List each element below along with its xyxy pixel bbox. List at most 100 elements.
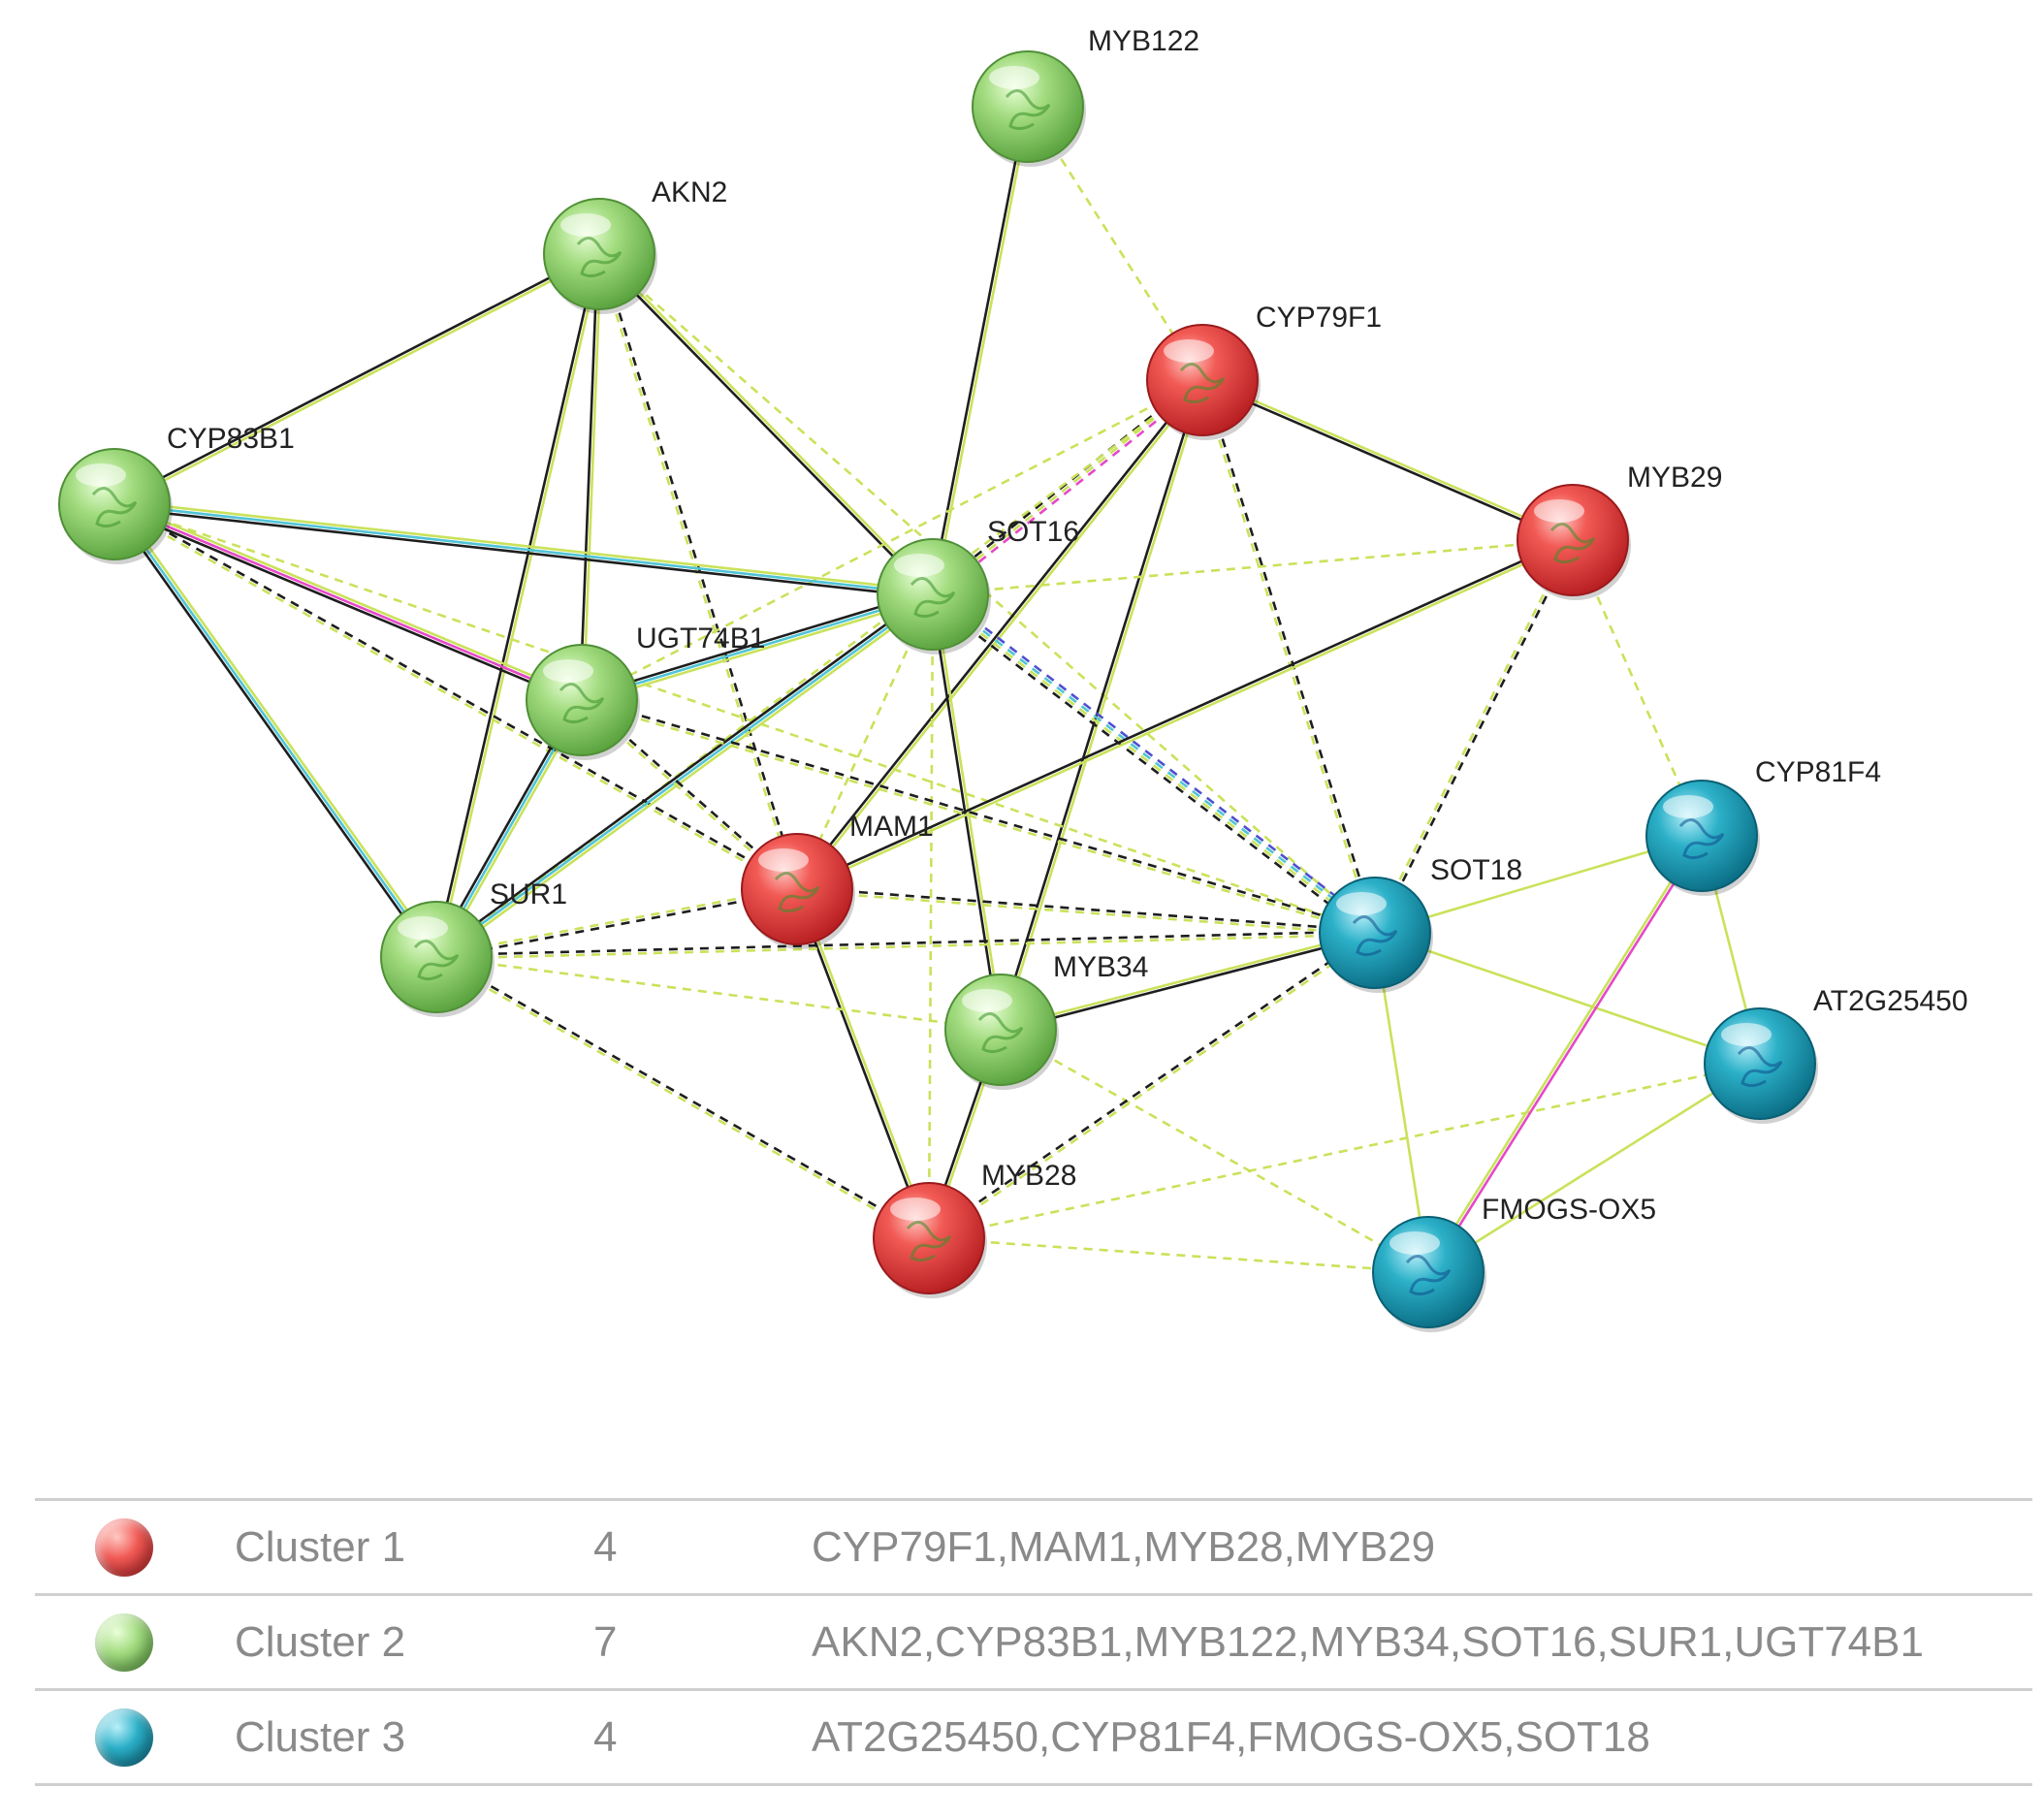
edge-line [113,502,1376,935]
protein-structure-icon [91,487,138,528]
edge-line [580,590,933,698]
edge-SOT16-MYB28 [927,593,935,1239]
protein-structure-icon [1405,1255,1452,1296]
edge-line [599,251,936,594]
edge-CYP79F1-MAM1 [794,378,1205,891]
edge-AKN2-SUR1 [433,253,602,958]
node-highlight [1721,1023,1772,1046]
protein-structure-icon [910,577,956,619]
node-label: AT2G25450 [1813,985,1968,1017]
edge-line [797,380,1205,891]
node-myb34[interactable]: MYB34 [944,951,1148,1090]
edge-line [1202,379,1378,933]
protein-structure-icon [1737,1046,1783,1088]
edge-line [933,107,1031,595]
edge-MYB28-AT2G25450 [928,1062,1761,1240]
edge-SUR1-MYB34 [435,955,1002,1032]
node-sot16[interactable]: SOT16 [877,516,1079,655]
node-fmogs-ox5[interactable]: FMOGS-OX5 [1372,1194,1656,1332]
edge-line [111,505,435,960]
edge-line [582,254,603,701]
cluster-2-swatch-icon [95,1612,153,1672]
edge-line [927,930,1375,1238]
edge-line [933,593,1005,1030]
edge-SOT16-UGT74B1 [580,590,935,705]
edge-MYB34-FMOGS-OX5 [1000,1028,1429,1274]
edge-SOT18-CYP81F4 [1374,834,1703,935]
node-cyp83b1[interactable]: CYP83B1 [58,423,295,564]
node-label: AKN2 [652,176,727,208]
node-cyp79f1[interactable]: CYP79F1 [1146,302,1382,440]
edge-line [797,887,932,1238]
legend-cluster-members: CYP79F1,MAM1,MYB28,MYB29 [812,1522,1436,1571]
node-highlight [758,848,809,872]
node-highlight [1336,892,1387,915]
edge-SOT16-SOT18 [929,589,1379,939]
edge-line [113,502,934,596]
legend-cluster-count: 4 [593,1522,618,1571]
node-akn2[interactable]: AKN2 [543,176,727,314]
node-highlight [1164,339,1214,363]
edge-line [929,933,1377,1241]
node-myb29[interactable]: MYB29 [1517,462,1722,600]
edge-line [1200,380,1573,543]
edge-AKN2-SOT16 [596,251,936,597]
legend-row-cluster-2: Cluster 2 7 AKN2,CYP83B1,MYB122,MYB34,SO… [35,1596,2032,1691]
node-cyp81f4[interactable]: CYP81F4 [1645,756,1881,896]
edge-line [1374,834,1703,935]
edge-line [582,697,1376,933]
edge-SOT18-AT2G25450 [1374,931,1761,1066]
edge-line [433,253,599,957]
edge-line [794,889,929,1240]
legend-row-cluster-1: Cluster 1 4 CYP79F1,MAM1,MYB28,MYB29 [35,1501,2032,1596]
edge-line [1373,932,1430,1273]
edge-SUR1-MYB28 [434,954,931,1241]
edge-CYP79F1-MYB29 [1200,377,1575,543]
edge-line [928,1062,1761,1240]
edge-line [435,592,934,959]
legend-cluster-members: AKN2,CYP83B1,MYB122,MYB34,SOT16,SUR1,UGT… [812,1617,1924,1666]
edge-MAM1-SOT18 [796,885,1376,937]
node-highlight [1534,499,1584,523]
edge-line [1199,380,1375,934]
edge-line [436,254,602,958]
node-sot18[interactable]: SOT18 [1319,854,1522,993]
edge-SOT16-MYB29 [932,538,1574,596]
node-ugt74b1[interactable]: UGT74B1 [526,623,765,760]
edge-line [112,504,797,892]
protein-structure-icon [906,1221,952,1262]
edge-line [582,596,935,705]
protein-structure-icon [1005,89,1051,131]
node-sur1[interactable]: SUR1 [380,878,567,1017]
edge-line [998,379,1202,1030]
node-highlight [890,1197,941,1221]
node-highlight [989,66,1039,89]
node-at2g25450[interactable]: AT2G25450 [1704,985,1968,1124]
edge-line [932,538,1574,596]
edge-SOT16-SUR1 [433,591,936,961]
edge-AT2G25450-FMOGS-OX5 [1427,1062,1761,1274]
node-highlight [1389,1231,1440,1255]
node-myb122[interactable]: MYB122 [972,25,1199,167]
edge-MYB28-SOT18 [927,930,1377,1241]
legend-cluster-name: Cluster 1 [235,1522,406,1571]
node-mam1[interactable]: MAM1 [741,811,934,949]
node-label: SOT18 [1430,854,1522,886]
legend-cluster-members: AT2G25450,CYP81F4,FMOGS-OX5,SOT18 [812,1712,1650,1761]
edge-line [436,933,1376,961]
edge-line [1202,377,1575,540]
edge-SOT18-FMOGS-OX5 [1373,932,1430,1273]
edge-line [596,254,933,597]
edge-line [1001,933,1376,1033]
node-myb28[interactable]: MYB28 [873,1160,1076,1298]
edge-line [581,592,934,702]
edge-CYP79F1-MYB34 [998,379,1205,1031]
edge-line [114,501,799,889]
node-label: CYP79F1 [1256,302,1382,334]
cluster-3-swatch-icon [95,1708,153,1767]
legend-cluster-count: 4 [593,1712,618,1761]
edge-line [929,597,1373,939]
edge-line [581,700,1375,936]
edge-line [934,381,1205,598]
